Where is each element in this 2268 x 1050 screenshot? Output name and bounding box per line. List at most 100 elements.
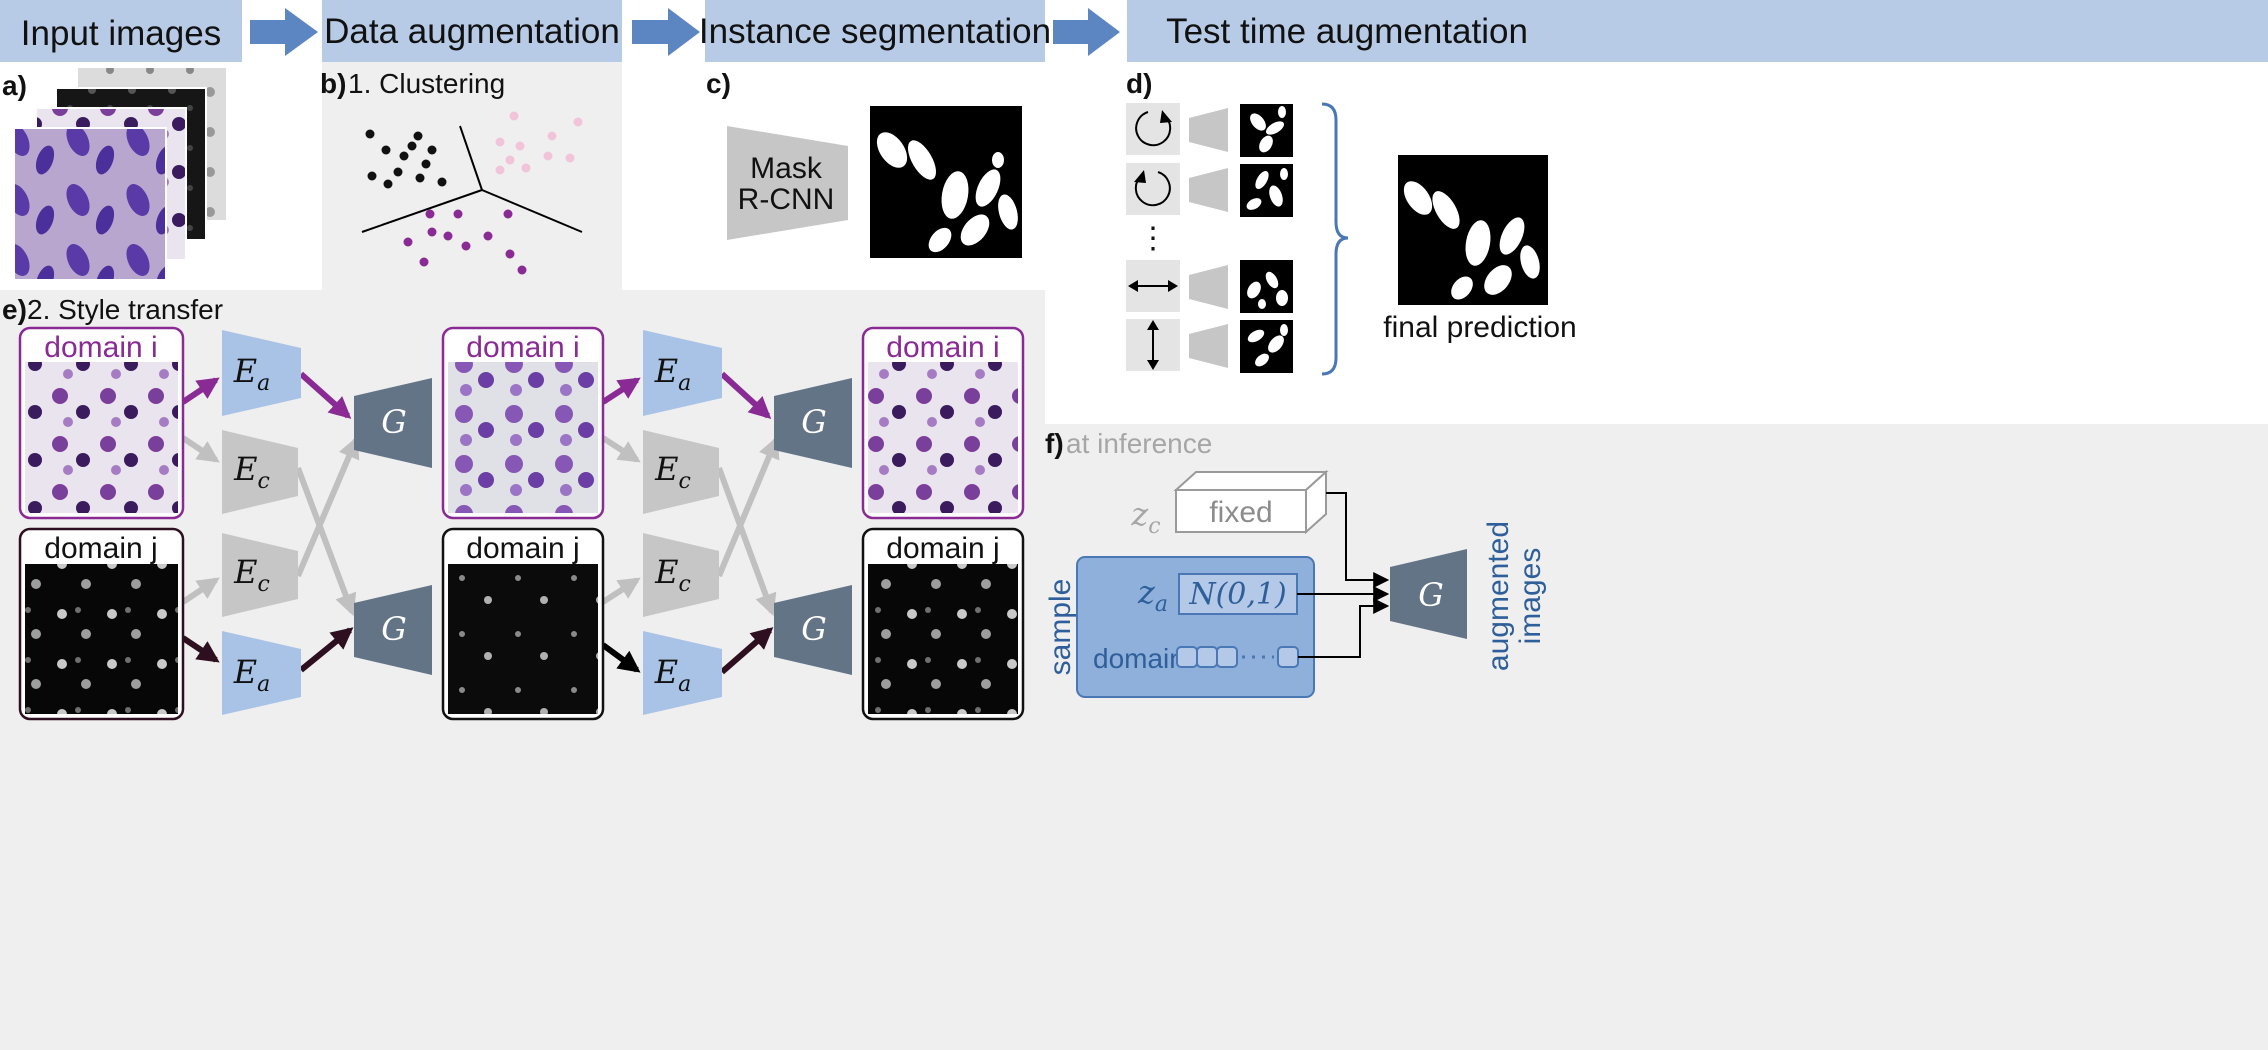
domain-i-box-3: domain i bbox=[861, 326, 1025, 520]
inference-connections bbox=[1297, 492, 1390, 658]
stage-input-label: Input images bbox=[21, 14, 221, 53]
encoder-content-subscript: c bbox=[258, 469, 270, 494]
encoder-content-block: Ec bbox=[222, 430, 298, 514]
panel-c-tag: c) bbox=[706, 68, 731, 99]
domain-j-image bbox=[868, 564, 1018, 714]
zc-subscript: c bbox=[1148, 514, 1160, 539]
encoder-content-subscript: c bbox=[679, 469, 691, 494]
panel-e-tag: e) bbox=[2, 294, 27, 325]
normal-distribution-box: N(0,1) bbox=[1178, 573, 1298, 615]
domain-j-box-2: domain j bbox=[441, 527, 605, 721]
zc-letter: z bbox=[1130, 495, 1149, 533]
domain-i-label: domain i bbox=[44, 331, 157, 364]
encoder-style-subscript: a bbox=[257, 371, 270, 396]
stage-augmentation-label: Data augmentation bbox=[324, 12, 620, 51]
stage-header-augmentation: Data augmentation bbox=[322, 0, 622, 62]
tta-ellipsis: ⋮ bbox=[1138, 222, 1168, 255]
domain-i-box-1: domain i bbox=[18, 326, 185, 520]
domain-j-box-1: domain j bbox=[18, 527, 185, 721]
generator-label: G bbox=[381, 610, 407, 648]
generator-label: G bbox=[381, 403, 407, 441]
stage-segmentation-label: Instance segmentation bbox=[699, 12, 1051, 51]
encoder-content-subscript: c bbox=[679, 572, 691, 597]
arrow-j-to-ea-1 bbox=[181, 635, 220, 663]
mask-rcnn-block bbox=[727, 126, 848, 240]
generator-block: G bbox=[774, 585, 852, 675]
generator-label: G bbox=[801, 403, 827, 441]
style-transfer-connections bbox=[181, 371, 780, 675]
generator-label: G bbox=[801, 610, 827, 648]
encoder-style-block: Ea bbox=[643, 330, 722, 416]
domain-one-hot-code bbox=[1176, 646, 1299, 668]
domain-j-box-3: domain j bbox=[861, 527, 1025, 721]
normal-label: N(0,1) bbox=[1188, 577, 1286, 612]
encoder-style-letter: E bbox=[654, 653, 678, 691]
fixed-content-box: fixed bbox=[1173, 469, 1329, 535]
panel-f-title: at inference bbox=[1066, 428, 1212, 459]
arrow-j-to-ec-2 bbox=[601, 577, 641, 605]
domain-code-label: domain bbox=[1093, 643, 1185, 674]
panel-b-tag: b) bbox=[320, 68, 346, 99]
stage-arrow-2 bbox=[632, 8, 700, 56]
final-prediction-label: final prediction bbox=[1383, 311, 1576, 344]
cluster-pink-points bbox=[495, 111, 583, 175]
encoder-style-letter: E bbox=[233, 653, 257, 691]
encoder-style-letter: E bbox=[233, 352, 257, 390]
fixed-label: fixed bbox=[1209, 496, 1272, 529]
arrow-ec-to-g-bottom-2 bbox=[716, 466, 777, 617]
domain-j-label: domain j bbox=[886, 532, 999, 565]
domain-i-image bbox=[25, 362, 178, 513]
encoder-content-block: Ec bbox=[222, 533, 298, 617]
stage-header-tta: Test time augmentation bbox=[1127, 0, 2268, 62]
panel-b-title: 1. Clustering bbox=[348, 68, 505, 99]
tta-row-flip-horizontal bbox=[1126, 260, 1293, 313]
domain-i-label: domain i bbox=[466, 331, 579, 364]
sample-label: sample bbox=[1044, 579, 1077, 676]
domain-i-box-2: domain i bbox=[441, 326, 605, 520]
stage-header-input: Input images bbox=[0, 0, 242, 62]
domain-i-image bbox=[448, 362, 598, 513]
encoder-content-letter: E bbox=[233, 553, 257, 591]
tta-row-rotate-cw bbox=[1126, 103, 1293, 157]
encoder-style-block: Ea bbox=[643, 631, 722, 715]
svg-text:zc: zc bbox=[1130, 495, 1160, 539]
cluster-purple-points bbox=[403, 209, 527, 275]
generator-block: G bbox=[354, 378, 432, 468]
encoder-style-subscript: a bbox=[257, 672, 270, 697]
svg-text:Ec: Ec bbox=[654, 553, 691, 597]
arrow-ea-to-g-bottom-1 bbox=[299, 627, 354, 673]
svg-text:Ec: Ec bbox=[654, 450, 691, 494]
inference-generator-block: G bbox=[1390, 549, 1467, 639]
segmentation-mask bbox=[870, 106, 1022, 258]
arrow-ec-to-g-top-1 bbox=[295, 435, 360, 578]
encoder-content-block: Ec bbox=[643, 430, 719, 514]
rotate-ccw-icon bbox=[1134, 171, 1171, 207]
svg-text:Ec: Ec bbox=[233, 553, 270, 597]
arrow-ea-to-g-top-1 bbox=[299, 371, 352, 419]
encoder-content-letter: E bbox=[654, 450, 678, 488]
svg-text:Ea: Ea bbox=[654, 352, 691, 396]
encoder-style-letter: E bbox=[654, 352, 678, 390]
mask-rcnn-label-2: R-CNN bbox=[738, 183, 835, 216]
domain-j-image bbox=[25, 564, 178, 714]
svg-text:Ea: Ea bbox=[233, 653, 270, 697]
za-letter: z bbox=[1137, 573, 1156, 611]
panel-d-tag: d) bbox=[1126, 68, 1152, 99]
domain-j-label: domain j bbox=[466, 532, 579, 565]
stage-tta-label: Test time augmentation bbox=[1166, 12, 1528, 51]
mask-rcnn-label-1: Mask bbox=[750, 152, 823, 185]
input-stack-image-1 bbox=[13, 127, 167, 281]
arrow-i-to-ea-1 bbox=[181, 377, 220, 405]
encoder-style-block: Ea bbox=[222, 631, 301, 715]
encoder-content-subscript: c bbox=[258, 572, 270, 597]
stage-header-segmentation: Instance segmentation bbox=[699, 0, 1051, 62]
encoder-style-subscript: a bbox=[678, 371, 691, 396]
svg-text:za: za bbox=[1137, 573, 1168, 617]
tta-row-flip-vertical bbox=[1126, 319, 1293, 373]
stage-arrow-1 bbox=[250, 8, 318, 56]
encoder-content-letter: E bbox=[654, 553, 678, 591]
za-subscript: a bbox=[1155, 592, 1168, 617]
svg-text:Ea: Ea bbox=[654, 653, 691, 697]
arrow-i-to-ec-1 bbox=[181, 435, 220, 463]
